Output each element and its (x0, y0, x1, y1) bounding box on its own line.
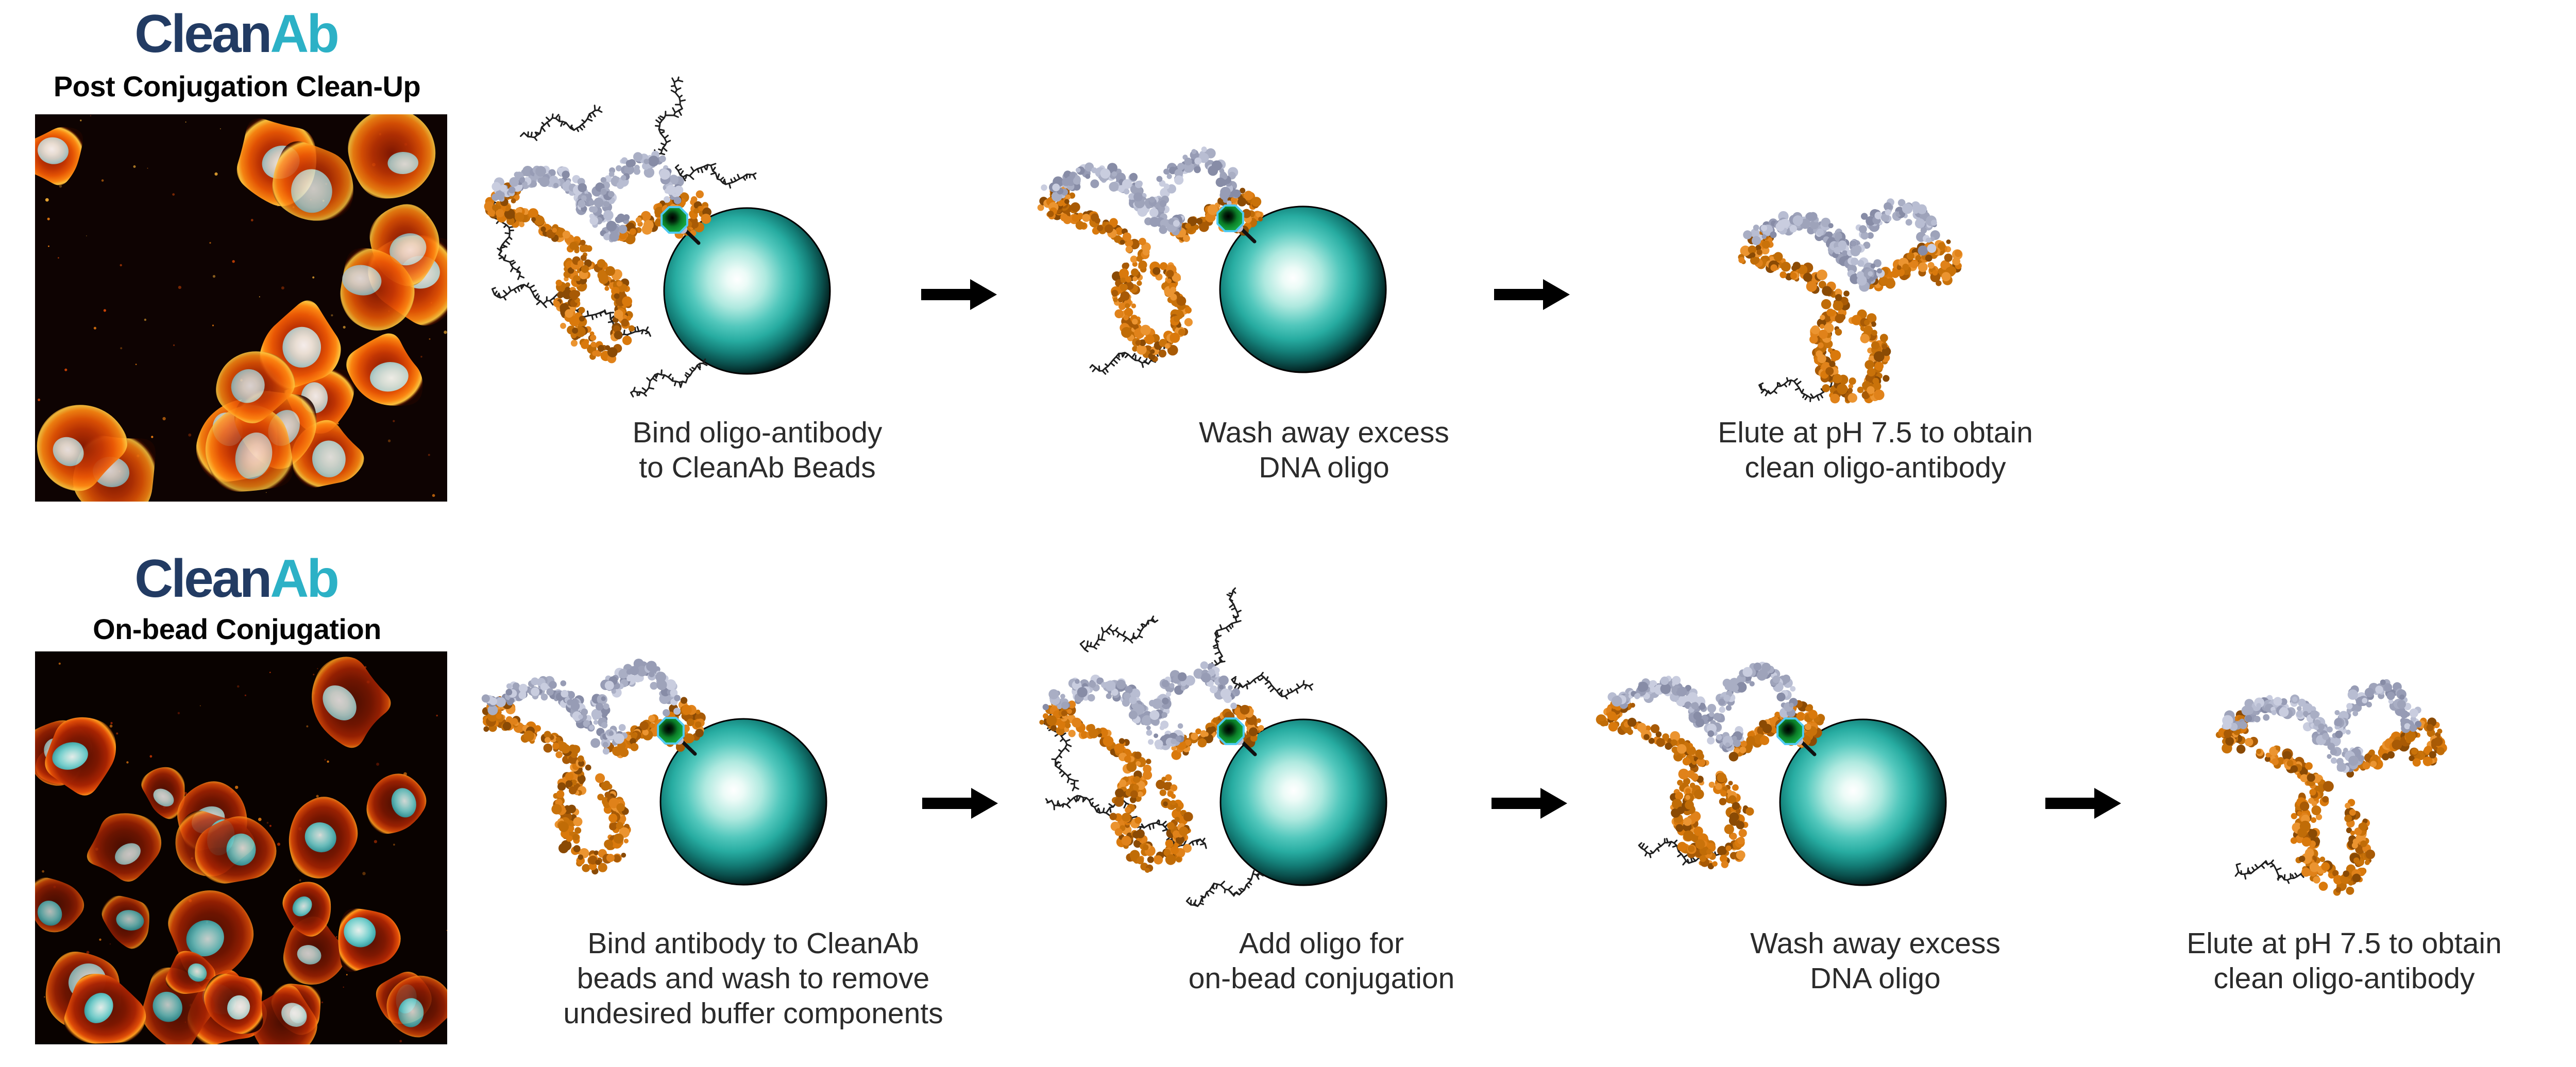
immunofluorescence-micrograph-red-cells-cyan-nuclei (35, 651, 447, 1044)
cell-icon (289, 797, 358, 879)
cleanab-bead-icon (1779, 718, 1947, 886)
antibody-icon (1596, 662, 1825, 870)
cell-icon (45, 717, 116, 796)
conjugation-tag-icon (1217, 717, 1257, 756)
cell-icon (272, 141, 353, 221)
cell-icon (141, 767, 185, 819)
conjugation-tag-icon (1776, 717, 1817, 756)
logo-clean-text: Clean (134, 549, 272, 609)
cell-icon (195, 816, 277, 884)
cell-icon (283, 916, 347, 985)
dna-oligo-icon (630, 358, 708, 398)
step-caption: Wash away excess DNA oligo (1199, 416, 1449, 484)
immunofluorescence-micrograph-orange-cells (35, 114, 447, 502)
cleanab-logo: CleanAb (134, 4, 340, 64)
conjugation-tag-icon (657, 717, 697, 756)
cell-icon (248, 985, 317, 1044)
dna-oligo-icon (520, 105, 603, 141)
cell-icon (35, 877, 84, 933)
antibody-icon (2215, 679, 2447, 896)
cleanab-bead-icon (663, 207, 831, 375)
antibody-icon (481, 659, 706, 875)
row-title-on-bead-conjugation: On-bead Conjugation (93, 613, 381, 645)
step-caption: Bind oligo-antibody to CleanAb Beads (632, 416, 883, 484)
cell-icon (205, 405, 293, 492)
cell-icon (346, 333, 423, 406)
cell-icon (312, 657, 391, 748)
antibody-icon (1738, 198, 1963, 404)
step-caption: Add oligo for on-bead conjugation (1188, 927, 1455, 995)
cleanab-bead-icon (659, 718, 827, 886)
dna-oligo-icon (1211, 587, 1242, 667)
logo-ab-text: Ab (270, 4, 340, 64)
step-caption: Elute at pH 7.5 to obtain clean oligo-an… (1718, 416, 2033, 484)
cell-icon (64, 973, 146, 1044)
cell-icon (338, 908, 401, 972)
arrow-right-icon (922, 788, 998, 819)
cleanab-bead-icon (1219, 718, 1387, 886)
logo-ab-text: Ab (270, 549, 340, 609)
step-caption: Elute at pH 7.5 to obtain clean oligo-an… (2187, 927, 2502, 995)
cell-icon (216, 351, 295, 424)
dna-oligo-icon (1185, 870, 1264, 907)
cell-icon (366, 773, 427, 834)
cell-icon (101, 896, 149, 949)
conjugation-tag-icon (660, 206, 701, 245)
cell-icon (35, 127, 83, 185)
cell-icon (37, 405, 128, 491)
cell-icon (340, 248, 415, 331)
cleanab-bead-icon (1219, 205, 1387, 373)
antibody-icon (1039, 661, 1264, 873)
cell-icon (348, 114, 436, 199)
logo-clean-text: Clean (134, 4, 272, 64)
cell-icon (165, 951, 216, 994)
step-caption: Bind antibody to CleanAb beads and wash … (563, 927, 943, 1030)
step-caption: Wash away excess DNA oligo (1750, 927, 2001, 995)
dna-oligo-icon (654, 76, 686, 156)
conjugation-tag-icon (1216, 204, 1257, 244)
antibody-icon (1037, 146, 1264, 362)
dna-oligo-icon (1758, 377, 1840, 402)
row-title-post-conjugation-clean-up: Post Conjugation Clean-Up (53, 70, 421, 102)
cell-icon (204, 973, 263, 1034)
arrow-right-icon (2045, 788, 2121, 819)
cell-icon (282, 882, 331, 937)
arrow-right-icon (1494, 279, 1570, 310)
dna-oligo-icon (1079, 615, 1159, 652)
cleanab-logo: CleanAb (134, 549, 340, 609)
cell-icon (386, 975, 447, 1038)
arrow-right-icon (1492, 788, 1567, 819)
dna-oligo-icon (1231, 672, 1314, 700)
dna-oligo-icon (674, 163, 757, 189)
arrow-right-icon (921, 279, 997, 310)
cell-icon (87, 813, 162, 882)
